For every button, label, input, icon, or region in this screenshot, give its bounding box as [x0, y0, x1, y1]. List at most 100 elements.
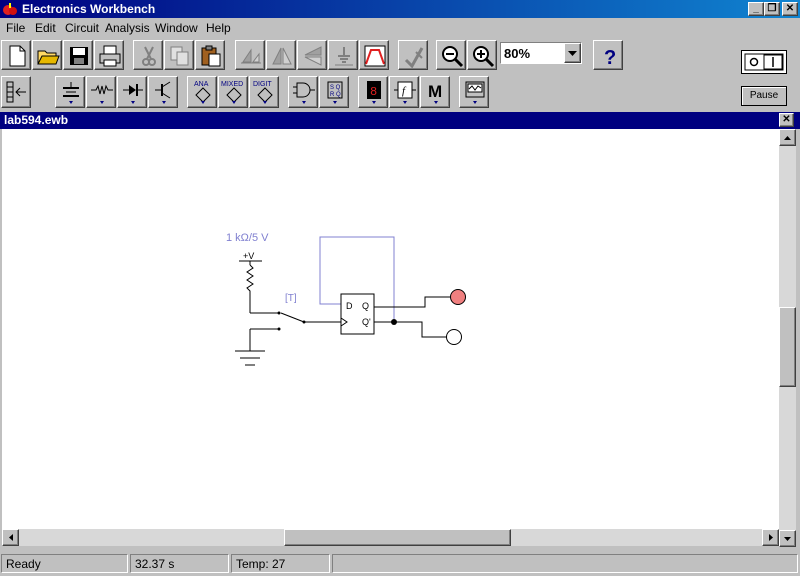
ff-d-label: D	[346, 301, 353, 311]
miscellaneous-bin-button[interactable]: M	[420, 76, 450, 108]
chevron-left-icon	[9, 534, 13, 541]
mixed-ics-bin-button[interactable]: MIXED	[218, 76, 248, 108]
menu-window[interactable]: Window	[155, 21, 198, 35]
seven-segment-icon: 8	[367, 81, 381, 104]
function-block-icon: f	[394, 81, 416, 104]
status-state: Ready	[1, 554, 128, 573]
vertical-scrollbar[interactable]	[779, 129, 796, 547]
status-extra	[332, 554, 798, 573]
svg-text:R Q: R Q	[330, 92, 341, 98]
chevron-down-icon	[568, 51, 577, 56]
mixed-bin-label: MIXED	[221, 81, 243, 88]
close-icon: ✕	[785, 3, 795, 14]
menu-bar: File Edit Circuit Analysis Window Help	[0, 18, 800, 38]
svg-text:8: 8	[370, 85, 377, 99]
analysis-graphs-button[interactable]	[359, 40, 389, 70]
menu-help[interactable]: Help	[206, 21, 231, 35]
diodes-bin-button[interactable]	[117, 76, 147, 108]
status-time: 32.37 s	[130, 554, 229, 573]
analog-ic-icon: ANA	[194, 81, 211, 104]
menu-edit[interactable]: Edit	[35, 21, 56, 35]
zoom-out-icon	[442, 46, 464, 68]
rotate-button[interactable]	[235, 40, 265, 70]
transistor-icon	[155, 81, 171, 104]
help-button[interactable]: ?	[593, 40, 623, 70]
instruments-bin-button[interactable]	[459, 76, 489, 108]
scissors-icon	[142, 46, 156, 66]
digital-bin-label: DIGIT	[253, 81, 272, 88]
resistor-icon	[91, 84, 113, 104]
paste-button[interactable]	[195, 40, 225, 70]
close-button[interactable]: ✕	[782, 2, 798, 16]
logic-gates-bin-button[interactable]	[288, 76, 318, 108]
misc-bin-label: M	[428, 82, 442, 101]
probe-qbar[interactable]	[446, 329, 462, 345]
print-button[interactable]	[94, 40, 124, 70]
scroll-right-button[interactable]	[762, 529, 779, 546]
app-icon	[3, 3, 17, 15]
svg-text:f: f	[402, 85, 407, 97]
component-properties-icon	[335, 47, 353, 66]
chevron-down-icon	[784, 537, 791, 541]
controls-bin-button[interactable]: f	[389, 76, 419, 108]
cut-button[interactable]	[133, 40, 163, 70]
zoom-select[interactable]: 80%	[500, 42, 582, 64]
power-switch[interactable]	[741, 50, 787, 74]
d-flip-flop[interactable]	[340, 293, 375, 335]
document-close-button[interactable]: ✕	[779, 113, 794, 127]
source-label: 1 kΩ/5 V	[226, 232, 269, 244]
analog-ics-bin-button[interactable]: ANA	[187, 76, 217, 108]
scroll-down-button[interactable]	[779, 530, 796, 547]
restore-button[interactable]: ❐	[764, 2, 780, 16]
zoom-dropdown-button[interactable]	[564, 43, 581, 63]
power-switch-icon	[744, 53, 784, 71]
scroll-up-button[interactable]	[779, 129, 796, 146]
digital-ics-bin-button[interactable]: DIGIT	[249, 76, 279, 108]
menu-file[interactable]: File	[6, 21, 26, 35]
chevron-up-icon	[784, 136, 791, 140]
flip-flop-icon: S QR Q	[327, 81, 343, 104]
title-bar[interactable]: Electronics Workbench _ ❐ ✕	[0, 0, 800, 18]
scroll-left-button[interactable]	[2, 529, 19, 546]
open-button[interactable]	[32, 40, 62, 70]
copy-button[interactable]	[164, 40, 194, 70]
favorites-bin-button[interactable]	[1, 76, 31, 108]
new-button[interactable]	[1, 40, 31, 70]
digital-ic-icon: DIGIT	[253, 81, 273, 104]
pullup-resistor[interactable]	[246, 264, 254, 313]
switch-contact-top	[277, 311, 281, 315]
flip-vertical-button[interactable]	[297, 40, 327, 70]
zoom-value: 80%	[504, 46, 531, 61]
create-subcircuit-button[interactable]	[398, 40, 428, 70]
probe-q[interactable]	[450, 289, 466, 305]
window-title: Electronics Workbench	[22, 2, 156, 16]
minimize-button[interactable]: _	[748, 2, 764, 16]
menu-analysis[interactable]: Analysis	[105, 21, 150, 35]
document-title-bar[interactable]: lab594.ewb ✕	[0, 112, 800, 129]
pause-button[interactable]: Pause	[741, 86, 787, 106]
circuit-schematic[interactable]: 1 kΩ/5 V +V [T] D Q Q'	[2, 129, 779, 529]
horizontal-scrollbar[interactable]	[2, 529, 779, 546]
vertical-scroll-thumb[interactable]	[779, 307, 796, 387]
zoom-out-button[interactable]	[436, 40, 466, 70]
component-properties-button[interactable]	[328, 40, 358, 70]
zoom-in-button[interactable]	[467, 40, 497, 70]
basic-bin-button[interactable]	[86, 76, 116, 108]
save-button[interactable]	[63, 40, 93, 70]
switch-blade[interactable]	[280, 312, 305, 323]
transistors-bin-button[interactable]	[148, 76, 178, 108]
flip-horizontal-icon	[272, 47, 292, 65]
horizontal-scroll-thumb[interactable]	[284, 529, 511, 546]
feedback-wire	[319, 236, 395, 322]
chevron-right-icon	[769, 534, 773, 541]
circuit-canvas[interactable]: 1 kΩ/5 V +V [T] D Q Q'	[2, 129, 779, 529]
flip-horizontal-button[interactable]	[266, 40, 296, 70]
diode-icon	[123, 84, 143, 104]
open-folder-icon	[37, 50, 60, 65]
copy-icon	[170, 46, 189, 66]
svg-text:?: ?	[604, 47, 616, 68]
indicators-bin-button[interactable]: 8	[358, 76, 388, 108]
sources-bin-button[interactable]	[55, 76, 85, 108]
menu-circuit[interactable]: Circuit	[65, 21, 100, 35]
